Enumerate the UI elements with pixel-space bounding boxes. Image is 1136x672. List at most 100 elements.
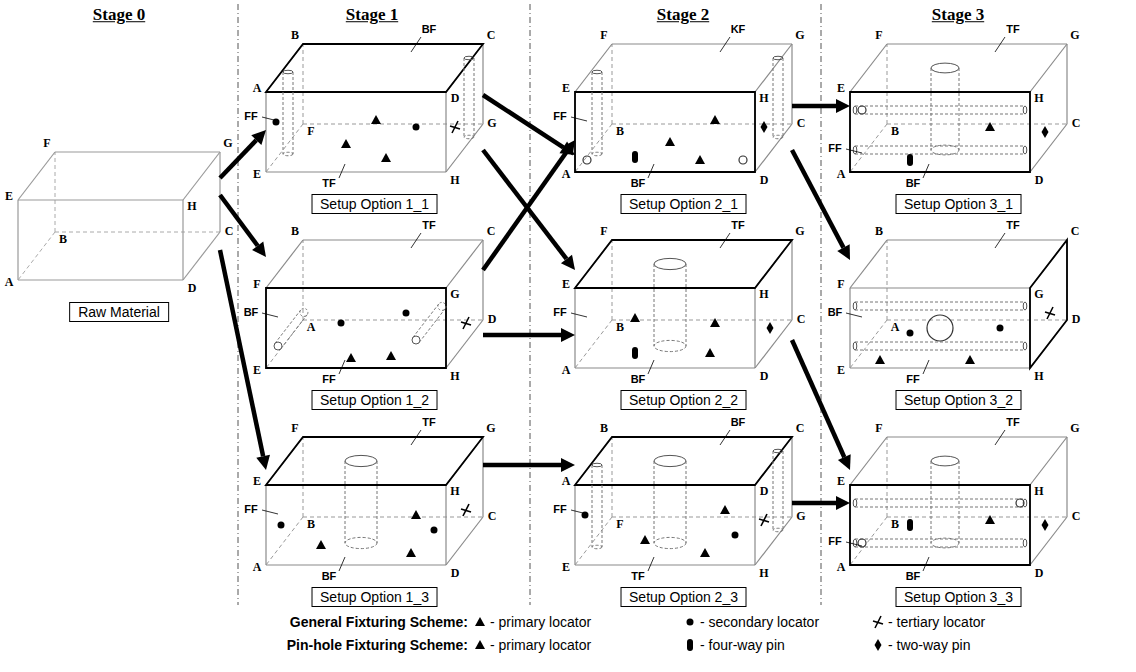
hole-wall	[281, 315, 307, 349]
face-label: FF	[322, 373, 335, 386]
hole-opening	[853, 106, 857, 114]
primary-locator	[346, 353, 356, 362]
secondary-locator	[338, 320, 345, 327]
cube-edge	[266, 564, 446, 565]
vertex-label: D	[1072, 313, 1081, 327]
cube-edge	[219, 152, 220, 232]
option-label-box: Setup Option 2_1	[620, 194, 747, 214]
hole-wall	[419, 309, 445, 343]
leader-line	[411, 37, 421, 52]
cube-edge	[182, 200, 183, 280]
face-label: TF	[422, 219, 435, 232]
cube-edge	[850, 437, 887, 485]
option-label: Setup Option 1_2	[320, 392, 429, 408]
face-label: BF	[631, 373, 646, 386]
hole-wall	[413, 304, 439, 338]
option-label: Setup Option 3_2	[904, 392, 1013, 408]
option-label-box: Setup Option 2_3	[620, 587, 747, 607]
setup-option: Setup Option 3_1	[850, 44, 1067, 215]
cube-edge	[575, 44, 612, 92]
hidden-edge	[887, 240, 888, 320]
face-label: TF	[422, 416, 435, 429]
primary-locator	[710, 115, 720, 124]
vertex-label: D	[451, 92, 460, 106]
face-label: TF	[1006, 219, 1019, 232]
cube-edge	[303, 239, 483, 240]
face-label: KF	[731, 23, 746, 36]
cube-edge	[755, 320, 792, 368]
vertex-label: E	[562, 82, 570, 96]
vertex-label: H	[759, 288, 768, 302]
hole-wall	[783, 451, 784, 530]
primary-locator	[665, 137, 675, 146]
hole-opening	[773, 449, 783, 453]
hole-wall	[855, 106, 1025, 107]
hole-bottom	[654, 340, 686, 351]
vertex-label: A	[562, 475, 571, 489]
workpiece-cube	[850, 240, 1067, 368]
vertex-label: H	[450, 174, 459, 188]
hole-wall	[959, 461, 960, 543]
cube-edge	[791, 240, 792, 320]
face-label: BF	[731, 416, 746, 429]
setup-option: Setup Option 2_2	[575, 240, 792, 411]
cube-edge	[266, 171, 446, 172]
secondary-locator	[997, 325, 1004, 332]
legend-text: - four-way pin	[700, 637, 785, 653]
hole-bottom	[438, 302, 446, 310]
setup-option: Setup Option 3_2	[850, 240, 1067, 411]
leader-line	[339, 360, 345, 374]
cube-edge	[575, 367, 755, 368]
option-label: Setup Option 1_3	[320, 589, 429, 605]
hidden-edge	[303, 517, 483, 518]
leader-line	[339, 164, 345, 178]
hole-wall	[592, 465, 593, 547]
two-way-pin	[875, 639, 882, 651]
vertex-label: B	[875, 225, 883, 239]
option-label-box: Setup Option 1_3	[311, 587, 438, 607]
vertex-label: D	[188, 282, 197, 296]
hole-bottom	[592, 545, 602, 549]
tertiary-locator	[873, 616, 883, 628]
secondary-locator	[403, 310, 410, 317]
primary-locator	[475, 640, 485, 649]
leader-line	[720, 430, 730, 445]
stage-heading: Stage 0	[93, 5, 145, 25]
hole-opening	[345, 455, 377, 466]
machined-face	[575, 437, 792, 485]
primary-locator	[640, 535, 650, 544]
cube-edge	[887, 436, 1067, 437]
hole-wall	[592, 72, 593, 154]
hidden-edge	[850, 320, 887, 368]
primary-locator	[411, 510, 421, 519]
hole-opening	[1016, 499, 1024, 507]
hole-bottom	[773, 135, 783, 139]
face-label: BF	[422, 23, 437, 36]
hole-bottom	[654, 537, 686, 548]
cube-edge	[55, 151, 220, 152]
vertex-label: A	[253, 82, 262, 96]
arrow-shaft	[792, 150, 843, 248]
face-label: FF	[553, 110, 566, 123]
leader-line	[571, 117, 587, 121]
primary-locator	[985, 515, 995, 524]
hidden-edge	[612, 44, 613, 124]
hole-wall	[345, 461, 346, 543]
primary-locator	[705, 348, 715, 357]
vertex-label: D	[760, 174, 769, 188]
vertex-label: E	[5, 190, 13, 204]
hole-wall	[855, 350, 1025, 351]
leader-line	[923, 557, 929, 571]
primary-locator	[406, 548, 416, 557]
legend-symbol	[475, 617, 485, 626]
option-label: Setup Option 1_1	[320, 196, 429, 212]
hole-wall	[855, 507, 1025, 508]
vertex-label: D	[451, 567, 460, 581]
cube-edge	[183, 232, 220, 280]
vertex-label: F	[875, 29, 882, 43]
hole-opening	[654, 455, 686, 466]
vertex-label: A	[307, 321, 316, 335]
cube-edge	[445, 92, 446, 172]
tertiary-stroke	[759, 519, 769, 522]
vertex-label: G	[795, 29, 804, 43]
